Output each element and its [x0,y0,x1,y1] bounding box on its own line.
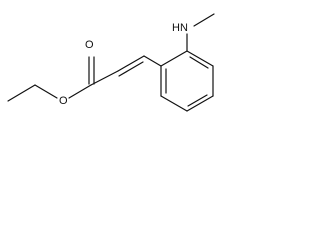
bond-ring-c2-c3 [186,50,214,67]
bond-carbonyl-alpha [90,70,119,86]
bond-alkene-double-2 [118,61,144,77]
bond-ring-inner-2 [187,94,208,107]
bond-alkene-double-1 [117,55,145,72]
bond-ring-c1-c2 [160,50,188,67]
bond-ethyl-ch2-o [34,84,58,99]
bond-ester-o-carbonyl-c [68,84,92,99]
bond-ring-inner-1 [189,56,209,69]
bond-ring-c5-c6 [160,95,188,112]
bond-nitrogen-methyl [193,13,215,27]
atom-label-ester-oxygen: O [59,95,68,107]
molecule-structure-diagram: O O HN [7,13,215,112]
bond-vinyl-ring [143,55,162,67]
atom-label-carbonyl-oxygen: O [85,39,94,51]
atom-label-amine-nitrogen: HN [172,22,188,34]
bond-ethyl-ch3-ch2 [7,84,36,102]
bond-ring-c4-c5 [186,95,214,112]
